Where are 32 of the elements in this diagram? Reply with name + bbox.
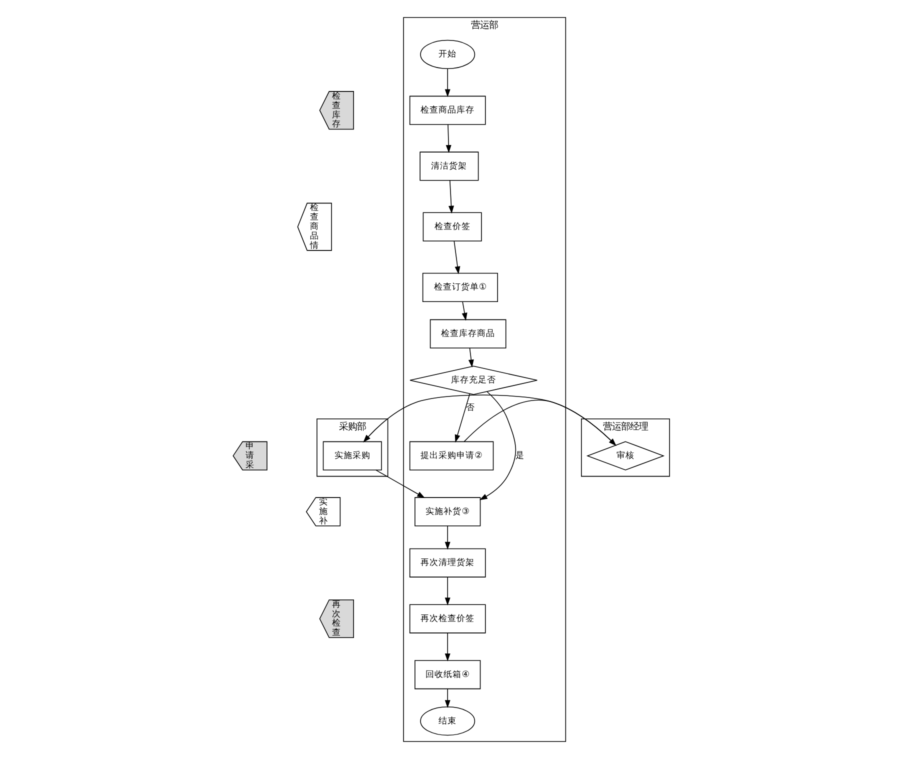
arrow: [461, 301, 467, 321]
node-box: 清洁货架: [419, 152, 478, 181]
node-diamond: 库存充足否: [409, 366, 538, 395]
arrow: [362, 394, 616, 446]
node-ellipse: 开始: [420, 40, 475, 70]
node-box: 再次检查价签: [408, 604, 486, 634]
arrow: [444, 526, 450, 550]
arrow: [448, 180, 454, 214]
edge-label: 否: [465, 403, 474, 414]
node-box: 实施补货③: [414, 497, 480, 526]
node-box: 再次清理货架: [408, 548, 486, 578]
arrow: [463, 400, 616, 446]
node-box: 检查价签: [422, 212, 482, 242]
node-diamond: 审核: [586, 441, 664, 470]
arrow: [444, 576, 450, 606]
node-ellipse: 结束: [420, 706, 475, 736]
arrow: [445, 124, 451, 153]
node-box: 检查库存商品: [429, 319, 506, 348]
node-box: 回收纸箱④: [414, 660, 480, 690]
node-box: 实施采购: [322, 441, 382, 470]
arrow: [478, 391, 516, 500]
arrow: [375, 470, 425, 498]
arrow: [444, 632, 450, 662]
node-box: 检查订货单①: [422, 272, 498, 302]
arrow: [444, 68, 450, 98]
node-box: 检查商品库存: [408, 96, 486, 125]
arrow: [468, 348, 474, 368]
arrow: [453, 240, 460, 274]
arrow: [454, 393, 470, 443]
arrow: [444, 688, 450, 708]
node-box: 提出采购申请②: [408, 441, 494, 470]
edge-label: 是: [515, 451, 524, 462]
